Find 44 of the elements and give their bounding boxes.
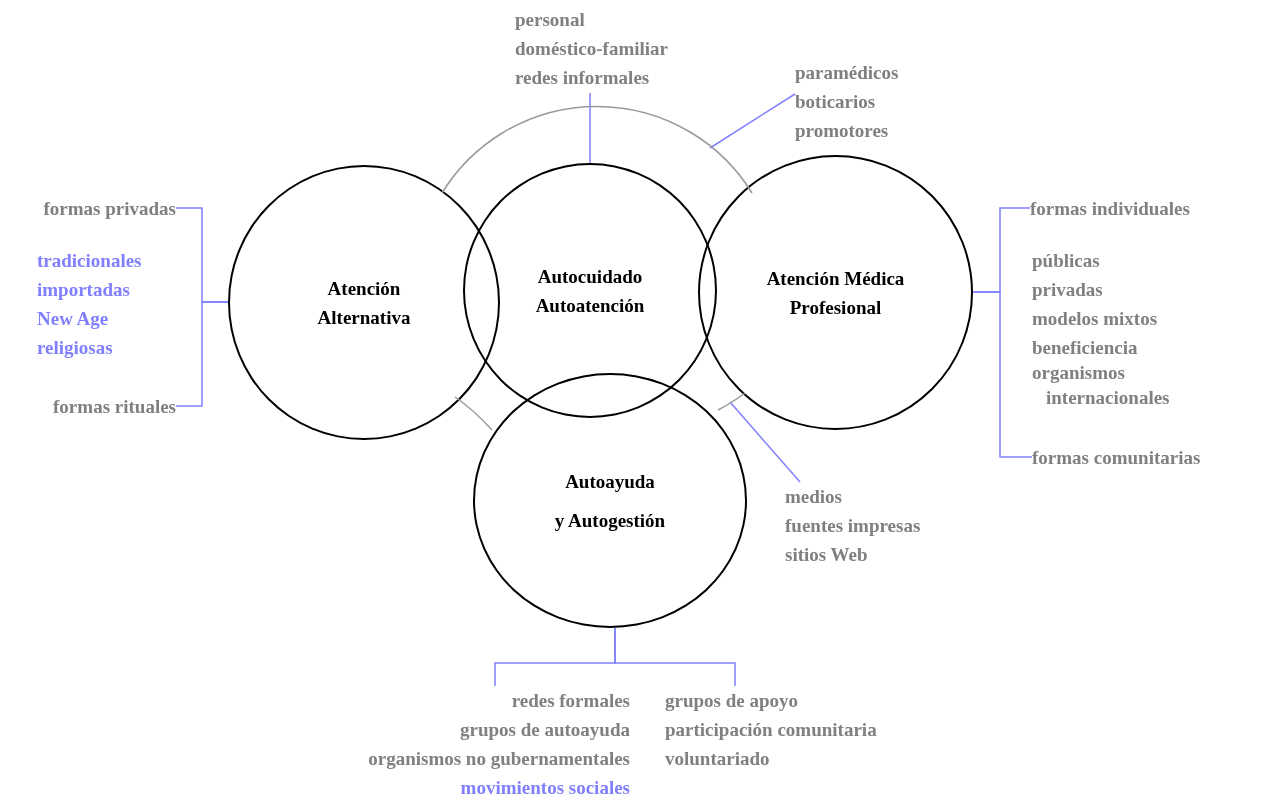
circle-label: Autocuidado Autoatención bbox=[534, 264, 646, 318]
list-item: beneficiencia bbox=[1032, 336, 1139, 360]
circle-label: Autoayuda bbox=[564, 469, 656, 494]
list-item: modelos mixtos bbox=[1032, 307, 1159, 331]
circle bbox=[228, 165, 500, 440]
list-item: importadas bbox=[37, 278, 131, 302]
list-item: participación comunitaria bbox=[665, 718, 877, 742]
leader-line bbox=[614, 627, 736, 687]
list-item: organismos no gubernamentales bbox=[368, 747, 630, 771]
circle bbox=[463, 163, 717, 418]
category-label: formas individuales bbox=[1030, 197, 1190, 221]
list-item: públicas bbox=[1032, 249, 1101, 273]
list-item: sitios Web bbox=[785, 543, 868, 567]
circle-label: Atención Médica Profesional bbox=[765, 266, 906, 320]
leader-line bbox=[589, 92, 591, 164]
circle bbox=[473, 373, 747, 628]
list-item: promotores bbox=[795, 119, 889, 143]
list-item: grupos de autoayuda bbox=[460, 718, 630, 742]
circle bbox=[698, 155, 973, 430]
list-item: movimientos sociales bbox=[460, 776, 630, 800]
list-item: privadas bbox=[1032, 278, 1104, 302]
list-item: boticarios bbox=[795, 90, 876, 114]
list-item: medios bbox=[785, 485, 842, 509]
circle-label: y Autogestión bbox=[553, 508, 667, 533]
list-item: voluntariado bbox=[665, 747, 770, 771]
list-item: redes formales bbox=[511, 689, 630, 713]
category-label: formas privadas bbox=[43, 197, 176, 221]
leader-line bbox=[175, 301, 229, 407]
list-item: paramédicos bbox=[795, 61, 899, 85]
circle-label: Atención Alternativa bbox=[316, 276, 412, 330]
list-item: religiosas bbox=[37, 336, 114, 360]
list-item: personal bbox=[515, 8, 585, 32]
list-item: fuentes impresas bbox=[785, 514, 921, 538]
list-item: organismos internacionales bbox=[1032, 361, 1171, 410]
list-item: doméstico-familiar bbox=[515, 37, 668, 61]
list-item: redes informales bbox=[515, 66, 650, 90]
category-label: formas comunitarias bbox=[1032, 446, 1201, 470]
list-item: New Age bbox=[37, 307, 110, 331]
category-label: formas rituales bbox=[53, 395, 176, 419]
leader-line bbox=[709, 93, 796, 149]
leader-line bbox=[972, 291, 1033, 458]
leader-line bbox=[729, 401, 801, 483]
list-item: tradicionales bbox=[37, 249, 143, 273]
list-item: grupos de apoyo bbox=[665, 689, 799, 713]
